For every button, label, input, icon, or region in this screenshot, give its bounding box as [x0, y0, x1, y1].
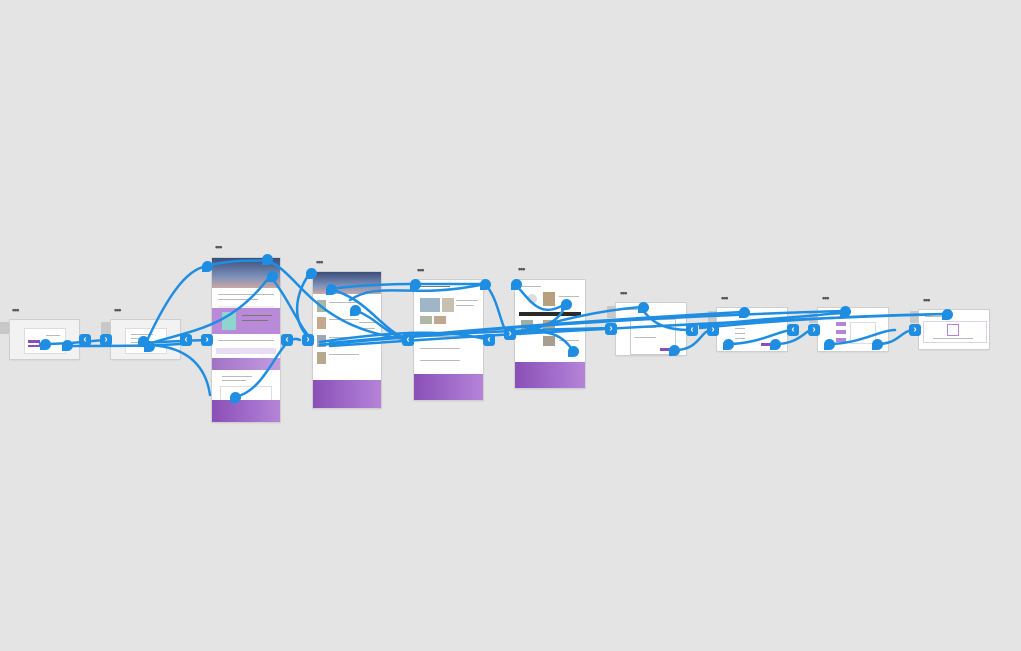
link-handle-icon[interactable]: [568, 346, 579, 357]
link-handle-icon[interactable]: [138, 336, 149, 347]
chevron-right-icon[interactable]: ›: [605, 323, 617, 335]
link-handle-icon[interactable]: [669, 345, 680, 356]
link-handle-icon[interactable]: [561, 299, 572, 310]
link-handle-icon[interactable]: [824, 339, 835, 350]
link-handle-icon[interactable]: [267, 271, 278, 282]
link-handle-icon[interactable]: [262, 254, 273, 265]
artboard-screen-3-home[interactable]: [212, 258, 280, 422]
link-handle-icon[interactable]: [770, 339, 781, 350]
artboard-screen-6-detail[interactable]: [515, 280, 585, 388]
chevron-left-icon[interactable]: ‹: [402, 334, 414, 346]
ghost-artboard-placeholder: [809, 311, 818, 323]
link-handle-icon[interactable]: [202, 261, 213, 272]
chevron-left-icon[interactable]: ‹: [79, 334, 91, 346]
artboard-screen-5-results[interactable]: [414, 280, 483, 400]
chevron-left-icon[interactable]: ‹: [787, 324, 799, 336]
link-handle-icon[interactable]: [230, 392, 241, 403]
chevron-right-icon[interactable]: ›: [100, 334, 112, 346]
chevron-right-icon[interactable]: ›: [201, 334, 213, 346]
artboard-screen-10-confirm[interactable]: [919, 310, 989, 349]
artboard-menu-icon[interactable]: •••: [822, 293, 830, 303]
link-handle-icon[interactable]: [144, 341, 155, 352]
artboard-menu-icon[interactable]: •••: [518, 264, 526, 274]
link-handle-icon[interactable]: [306, 268, 317, 279]
chevron-right-icon[interactable]: ›: [504, 328, 516, 340]
ghost-artboard-placeholder: [101, 322, 110, 334]
ghost-artboard-placeholder: [708, 311, 717, 323]
link-handle-icon[interactable]: [62, 340, 73, 351]
link-handle-icon[interactable]: [723, 339, 734, 350]
link-handle-icon[interactable]: [840, 306, 851, 317]
artboard-menu-icon[interactable]: •••: [923, 295, 931, 305]
link-handle-icon[interactable]: [40, 339, 51, 350]
link-handle-icon[interactable]: [326, 284, 337, 295]
chevron-left-icon[interactable]: ‹: [686, 324, 698, 336]
chevron-right-icon[interactable]: ›: [909, 324, 921, 336]
link-handle-icon[interactable]: [350, 305, 361, 316]
artboard-menu-icon[interactable]: •••: [721, 293, 729, 303]
ghost-artboard-placeholder: [0, 322, 9, 334]
chevron-right-icon[interactable]: ›: [302, 334, 314, 346]
chevron-right-icon[interactable]: ›: [808, 324, 820, 336]
artboard-menu-icon[interactable]: •••: [12, 305, 20, 315]
ghost-artboard-placeholder: [607, 306, 616, 318]
artboard-menu-icon[interactable]: •••: [114, 305, 122, 315]
chevron-right-icon[interactable]: ›: [707, 324, 719, 336]
link-handle-icon[interactable]: [511, 279, 522, 290]
chevron-left-icon[interactable]: ‹: [281, 334, 293, 346]
artboard-menu-icon[interactable]: •••: [316, 257, 324, 267]
link-handle-icon[interactable]: [942, 309, 953, 320]
link-handle-icon[interactable]: [638, 302, 649, 313]
link-handle-icon[interactable]: [872, 339, 883, 350]
chevron-left-icon[interactable]: ‹: [180, 334, 192, 346]
artboard-menu-icon[interactable]: •••: [215, 242, 223, 252]
ghost-artboard-placeholder: [910, 311, 919, 323]
artboard-screen-4-list[interactable]: [313, 272, 381, 408]
wire: [295, 271, 315, 342]
link-handle-icon[interactable]: [739, 307, 750, 318]
link-handle-icon[interactable]: [410, 279, 421, 290]
chevron-left-icon[interactable]: ‹: [483, 334, 495, 346]
artboard-menu-icon[interactable]: •••: [620, 288, 628, 298]
artboard-menu-icon[interactable]: •••: [417, 265, 425, 275]
link-handle-icon[interactable]: [480, 279, 491, 290]
